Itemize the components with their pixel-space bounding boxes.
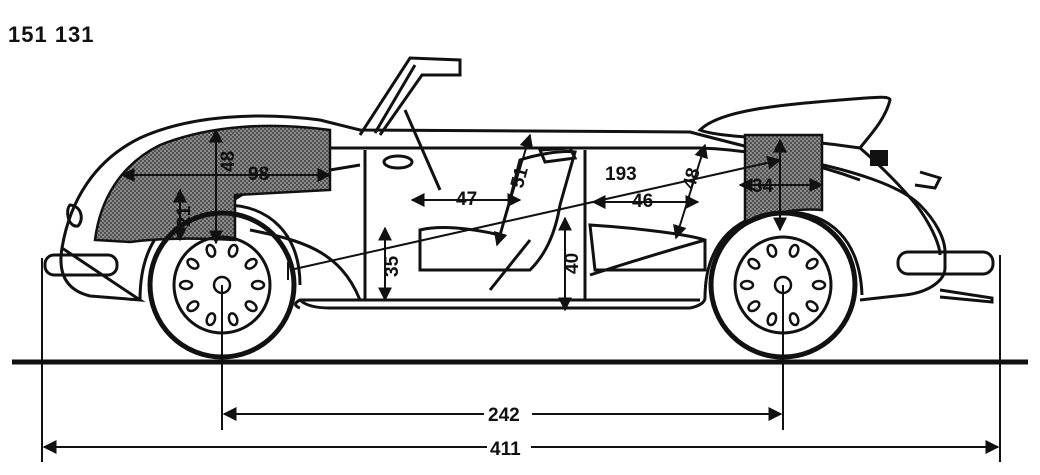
rim-hole (739, 279, 755, 291)
rim-hole (186, 257, 200, 270)
rim-hole (205, 243, 217, 258)
front-seat-height-label: 40 (562, 253, 583, 274)
overall-length-label: 411 (490, 439, 521, 460)
front-backrest-label: 48 (679, 166, 705, 192)
rim-hole (766, 312, 778, 327)
rim-hole (227, 312, 239, 327)
front-trunk-height-label: 48 (218, 151, 239, 172)
front-trunk-length-label: 98 (248, 164, 269, 185)
rim-hole (250, 279, 266, 291)
rim-hole (766, 243, 778, 258)
rim-hole (244, 300, 258, 313)
rear-backrest-label: 51 (507, 164, 533, 190)
rim-hole (811, 279, 827, 291)
rim-hole (747, 300, 761, 313)
front-legroom-label: 46 (632, 191, 653, 212)
rear-legroom-label: 47 (456, 189, 477, 210)
rim-hole (805, 257, 819, 270)
model-code: 151 131 (8, 22, 95, 47)
diagonal-interior-label: 193 (605, 164, 637, 185)
wheel-cooling-holes (178, 243, 827, 327)
rim-hole (244, 257, 258, 270)
rear-grille (870, 150, 888, 166)
rim-hole (788, 243, 800, 258)
rim-hole (227, 243, 239, 258)
rear-seat-height-label: 35 (382, 255, 403, 277)
engine-bay-width-label: 34 (752, 176, 774, 197)
rim-hole (805, 300, 819, 313)
rim-hole (178, 279, 194, 291)
rim-hole (186, 300, 200, 313)
front-trunk-depth-label: 21 (174, 205, 195, 227)
rim-hole (205, 312, 217, 327)
wheelbase-label: 242 (488, 405, 520, 426)
rim-hole (747, 257, 761, 270)
rim-hole (788, 312, 800, 327)
